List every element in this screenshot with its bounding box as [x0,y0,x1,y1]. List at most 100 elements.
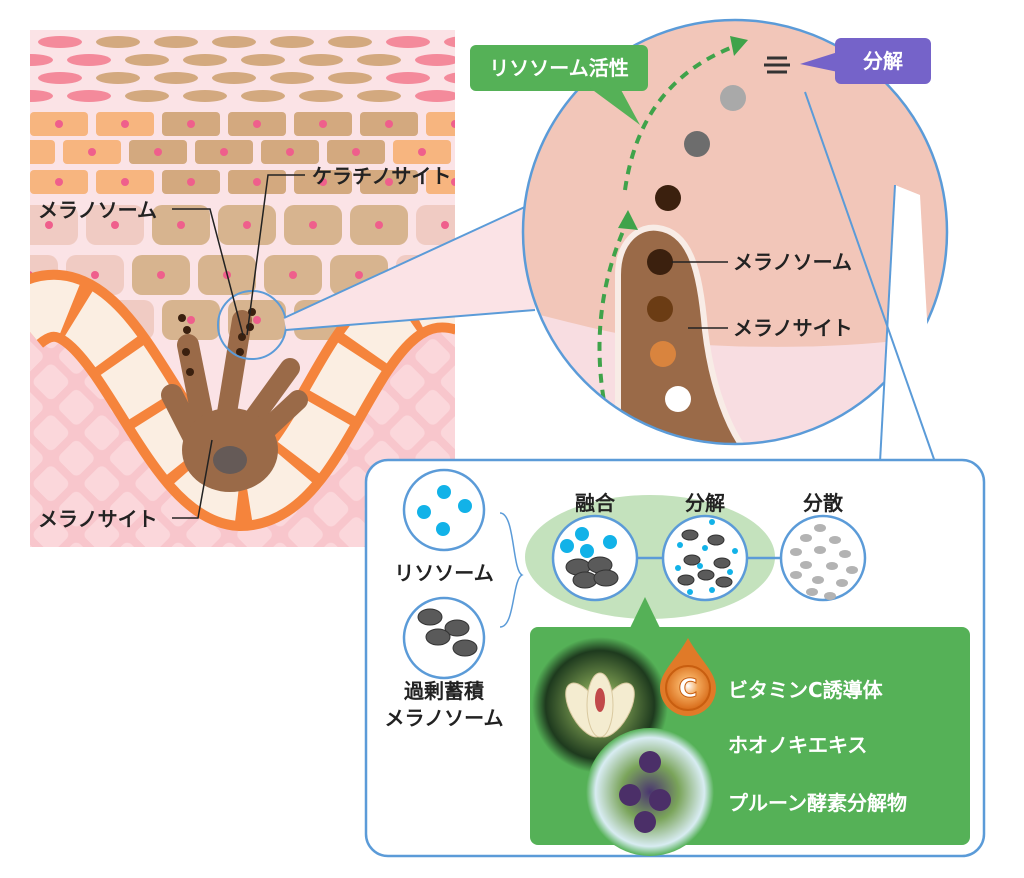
corneum-cell [357,90,401,102]
dispersed-particle [800,534,812,542]
keratinocyte-cell [30,205,78,245]
dispersed-particle [824,592,836,600]
corneum-cell [0,36,24,48]
corneum-cell [183,90,227,102]
corneum-cell [154,36,198,48]
cell-nucleus [253,120,261,128]
lysosome-activity-text: リソソーム活性 [489,56,628,80]
cell-nucleus [355,271,363,279]
corneum-cell [125,90,169,102]
lysosome-enzyme-dot [709,587,715,593]
magnify-circle-large [521,18,949,446]
keratinocyte-cell [416,205,455,245]
label-excess-1: 過剰蓄積 [404,679,485,703]
corneum-cell [125,54,169,66]
arrow-upper [623,43,739,191]
corneum-cell [30,54,53,66]
vitamin-c-icon: C [660,638,716,716]
dispersed-particle [814,524,826,532]
corneum-cell [415,90,455,102]
cell-nucleus [157,271,165,279]
cell-nucleus [121,120,129,128]
lysosome-enzyme-dot [702,545,708,551]
lysosome-circle [402,468,486,552]
corneum-cell [386,72,430,84]
decomposition-contents [675,519,738,595]
label-lysosome: リソソーム [394,561,493,585]
melanosome-fragment [707,534,725,546]
corneum-cell [415,54,455,66]
dispersed-particle [829,536,841,544]
cell-nucleus [253,178,261,186]
keratinocyte-cell [30,140,55,164]
melanosome-dots [178,308,256,376]
cell-nucleus [517,316,525,324]
cell-nucleus [187,178,195,186]
corneum-cell [96,36,140,48]
keratinocyte-cell [426,112,455,136]
dispersed-particle [806,588,818,596]
dispersed-particle [814,546,826,554]
cell-nucleus [187,120,195,128]
lysosome-enzyme-dot [687,589,693,595]
decomposition-circle [661,514,749,602]
label-excess-2: メラノソーム [385,706,504,730]
ingredients-box: C ビタミンC誘導体 ホオノキエキス プルーン酵素分解物 [530,597,970,856]
cell-nucleus [243,221,251,229]
skin-cross-section [0,30,525,547]
lysosome-enzyme-dot [709,519,715,525]
cell-nucleus [352,148,360,156]
cell-nucleus [177,221,185,229]
label-dispersion: 分散 [803,491,844,515]
cell-nucleus [91,271,99,279]
stratum-corneum [0,36,517,102]
prunes [619,751,671,833]
cell-nucleus [22,148,30,156]
cell-nucleus [220,148,228,156]
melanosome-fragment [713,557,731,569]
dispersed-particle [846,566,858,574]
cell-nucleus [319,178,327,186]
corneum-cell [212,72,256,84]
cell-nucleus [187,316,195,324]
cell-nucleus [319,120,327,128]
corneum-cell [96,72,140,84]
cell-nucleus [154,148,162,156]
cell-nucleus [111,221,119,229]
cell-nucleus [121,178,129,186]
melanosome-fragment [681,529,699,541]
corneum-cell [30,90,53,102]
nucleus [213,446,247,474]
dispersed-particle [812,576,824,584]
fusion-contents [560,527,619,589]
cell-nucleus [375,221,383,229]
cell-nucleus [45,221,53,229]
dispersed-particle [790,548,802,556]
label-melanosome: メラノソーム [38,198,157,222]
cell-nucleus [385,120,393,128]
magnify-connector [284,200,540,330]
brace [499,512,524,628]
connector-line-top [283,199,541,319]
corneum-cell [473,90,517,102]
dispersed-particle [800,561,812,569]
panel-connector [880,185,935,462]
vitamin-c-letter: C [678,674,697,704]
lysosome-enzyme-dot [675,565,681,571]
cell-nucleus [253,316,261,324]
cell-nucleus [441,221,449,229]
corneum-cell [241,54,285,66]
corneum-cell [328,36,372,48]
corneum-cell [357,54,401,66]
lysosome-enzyme-dot [732,548,738,554]
corneum-cell [38,36,82,48]
melanin-stages [647,56,790,412]
corneum-cell [67,90,111,102]
cell-nucleus [289,271,297,279]
corneum-cell [241,90,285,102]
prune-photo [586,728,714,856]
melanosome-fragment [697,569,715,581]
melanosome-fragment [677,574,695,586]
lysosome-enzyme-dot [727,569,733,575]
dispersed-particle [836,579,848,587]
